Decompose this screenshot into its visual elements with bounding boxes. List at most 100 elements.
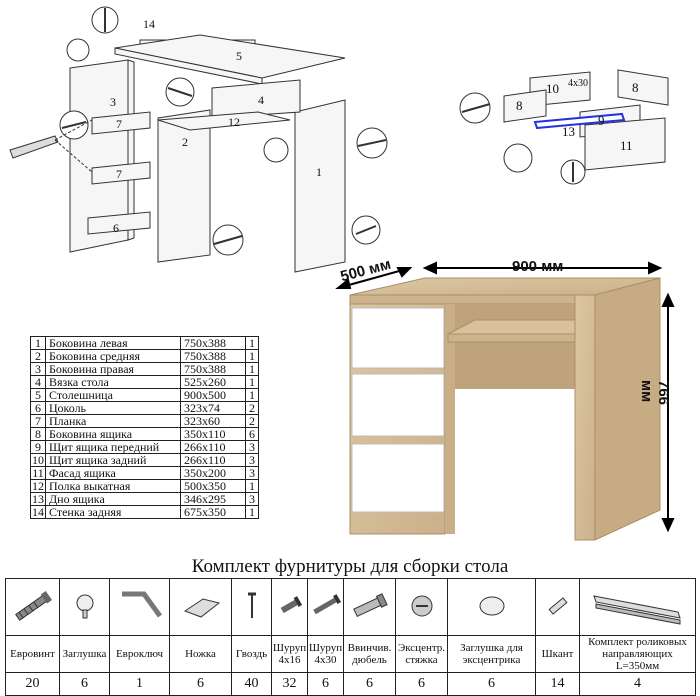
hardware-label: Евровинт [5,635,60,673]
hardware-label: Евроключ [109,635,170,673]
part-number: 12 [30,479,46,493]
part-name: Стенка задняя [45,505,181,519]
drawer-view-diagram: 10 8 8 9 11 13 4x30 [459,69,669,185]
part-size: 750х388 [180,362,246,376]
part-qty: 1 [245,336,259,350]
hardware-count: 6 [307,672,344,696]
part-size: 500х350 [180,479,246,493]
drawer-front-1 [351,307,445,369]
part-size: 323х60 [180,414,246,428]
hardware-label: Эксцентр. стяжка [395,635,448,673]
part-label-8b: 8 [632,80,639,95]
part-label-9: 9 [598,113,605,128]
part-name: Дно ящика [45,492,181,506]
nail-icon [231,578,272,636]
part-number: 14 [30,505,46,519]
part-number: 5 [30,388,46,402]
part-name: Боковина правая [45,362,181,376]
exploded-view-diagram: 14 5 3 4 12 2 1 7 7 6 [9,6,388,273]
part-label-13: 13 [562,124,575,139]
part-label-2: 2 [182,135,188,149]
part-name: Боковина средняя [45,349,181,363]
part-qty: 3 [245,440,259,454]
hardware-count: 14 [535,672,580,696]
roller-guide-icon [579,578,696,636]
part-label-8a: 8 [516,98,523,113]
part-qty: 1 [245,362,259,376]
dowel-icon [343,578,396,636]
part-size: 675х350 [180,505,246,519]
hardware-count: 6 [59,672,110,696]
hardware-label: Ввинчив. дюбель [343,635,396,673]
hardware-count: 6 [447,672,536,696]
part-number: 1 [30,336,46,350]
part-qty: 3 [245,492,259,506]
drawer-front-3 [351,443,445,513]
part-name: Фасад ящика [45,466,181,480]
hardware-label: Шуруп 4х16 [271,635,308,673]
hardware-count: 6 [395,672,448,696]
part-qty: 3 [245,466,259,480]
part-number: 2 [30,349,46,363]
callout-screw-icon-2 [503,143,533,173]
part-qty: 2 [245,414,259,428]
part-qty: 1 [245,349,259,363]
part-name: Планка [45,414,181,428]
part-size: 350х200 [180,466,246,480]
part-qty: 1 [245,375,259,389]
part-name: Щит ящика передний [45,440,181,454]
part-qty: 3 [245,453,259,467]
hardware-label: Ножка [169,635,232,673]
rail-guide-drawing [9,135,59,159]
part-number: 3 [30,362,46,376]
part-label-10: 10 [546,81,559,96]
part-label-6: 6 [113,221,119,235]
callout-cam-icon [263,137,289,163]
part-label-7b: 7 [116,167,122,181]
callout-plug-icon [66,38,90,62]
part-qty: 2 [245,401,259,415]
hardware-label: Комплект роликовых направляющих L=350мм [579,635,696,673]
hardware-count: 20 [5,672,60,696]
width-dimension: 900 мм [512,258,564,275]
part-name: Полка выкатная [45,479,181,493]
screw-small-icon [271,578,308,636]
height-dimension: 766 мм [638,380,672,406]
part-label-14: 14 [143,17,155,31]
part-qty: 6 [245,427,259,441]
hardware-title: Комплект фурнитуры для сборки стола [191,556,509,577]
part-number: 4 [30,375,46,389]
part-size: 346х295 [180,492,246,506]
plug-icon [59,578,110,636]
cam-lock-icon [395,578,448,636]
desk-3d-drawing [335,261,675,541]
part-name: Боковина левая [45,336,181,350]
part-label-5: 5 [236,49,242,63]
part-number: 10 [30,453,46,467]
part-size: 350х110 [180,427,246,441]
part-label-11: 11 [620,138,633,153]
part-number: 13 [30,492,46,506]
part-name: Вязка стола [45,375,181,389]
part-size: 900х500 [180,388,246,402]
part-number: 9 [30,440,46,454]
hardware-label: Заглушка [59,635,110,673]
part-label-12: 12 [228,115,240,129]
part-size: 750х388 [180,336,246,350]
hardware-count: 6 [169,672,232,696]
part-size: 266х110 [180,440,246,454]
hardware-label: Шуруп 4х30 [307,635,344,673]
part-size: 266х110 [180,453,246,467]
part-name: Боковина ящика [45,427,181,441]
